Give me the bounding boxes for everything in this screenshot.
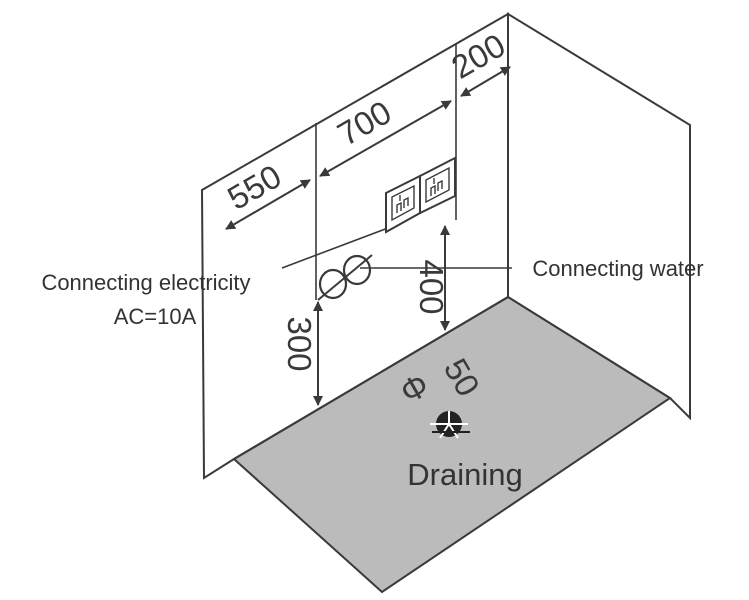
electricity-label: Connecting electricity bbox=[41, 270, 250, 295]
dimension-arrow-icon bbox=[460, 66, 511, 97]
dimension-label-400: 400 bbox=[413, 259, 450, 314]
power-socket-icon bbox=[385, 174, 421, 234]
dimension-arrow-icon bbox=[225, 179, 311, 230]
power-socket-icon bbox=[419, 156, 456, 215]
dimension-label-300: 300 bbox=[281, 316, 318, 371]
side-wall bbox=[507, 12, 691, 421]
dimension-label-700: 700 bbox=[331, 93, 397, 153]
drain-icon bbox=[430, 411, 470, 439]
dimension-arrow-icon bbox=[319, 100, 452, 177]
water-label: Connecting water bbox=[532, 256, 703, 281]
electricity-leader-line bbox=[281, 227, 389, 269]
water-pipe-icon bbox=[317, 254, 373, 301]
draining-label: Draining bbox=[407, 457, 522, 492]
electricity-rating-label: AC=10A bbox=[114, 304, 197, 329]
dimension-label-200: 200 bbox=[445, 26, 511, 86]
dimension-label-550: 550 bbox=[221, 157, 287, 217]
back-wall bbox=[200, 12, 509, 480]
